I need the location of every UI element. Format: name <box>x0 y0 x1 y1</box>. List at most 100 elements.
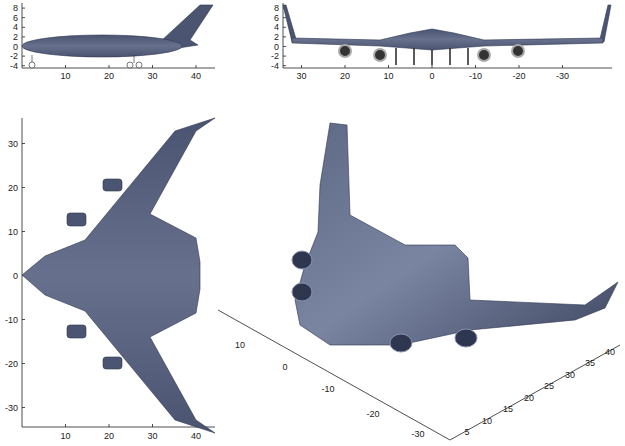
tick-label: 0 <box>13 42 18 52</box>
tick-label: 15 <box>503 404 513 414</box>
tick-label: 30 <box>147 431 157 441</box>
wheel <box>29 62 35 68</box>
engines <box>339 45 524 61</box>
tick-label: -20 <box>366 409 379 419</box>
tick-label: 20 <box>104 431 114 441</box>
tick-mark <box>109 65 110 68</box>
tick-mark <box>22 187 25 188</box>
tick-label: 10 <box>235 340 245 350</box>
tick-label: 10 <box>383 71 393 81</box>
tick-label: -2 <box>271 51 279 61</box>
tick-label: -4 <box>271 61 279 71</box>
tick-label: -2 <box>10 51 18 61</box>
tick-mark <box>22 363 25 364</box>
tick-mark <box>65 65 66 68</box>
tick-mark <box>109 424 110 427</box>
tick-marks <box>22 8 563 427</box>
tick-label: 8 <box>274 3 279 13</box>
top-view <box>22 118 215 433</box>
tick-label: 8 <box>13 3 18 13</box>
tick-label: 0 <box>282 362 287 372</box>
tick-label: 35 <box>585 358 595 368</box>
tick-label: 4 <box>274 22 279 32</box>
tick-label: 20 <box>8 183 18 193</box>
tick-label: 30 <box>565 370 575 380</box>
tick-label: -10 <box>469 71 482 81</box>
tick-label: 40 <box>605 347 615 357</box>
fuselage <box>22 35 182 57</box>
tick-label: -4 <box>10 61 18 71</box>
tick-mark <box>283 46 286 47</box>
tick-label: 10 <box>8 227 18 237</box>
tick-label: 0 <box>274 42 279 52</box>
tick-mark <box>283 36 286 37</box>
tick-label: 0 <box>429 71 434 81</box>
axes <box>22 3 620 440</box>
tick-mark <box>22 143 25 144</box>
tick-label: 25 <box>544 381 554 391</box>
tick-mark <box>283 17 286 18</box>
airframe <box>295 123 618 345</box>
planform <box>22 118 215 433</box>
tick-mark <box>152 424 153 427</box>
tick-mark <box>283 56 286 57</box>
front-view <box>283 5 611 65</box>
wheel <box>127 62 133 68</box>
tick-mark <box>301 65 302 68</box>
engines <box>292 251 477 352</box>
tick-mark <box>519 65 520 68</box>
engine <box>67 325 86 338</box>
front-view-axes <box>283 3 612 68</box>
tick-label: 10 <box>60 431 70 441</box>
gear <box>396 48 468 65</box>
tick-label: -20 <box>5 359 18 369</box>
tick-label: 30 <box>147 71 157 81</box>
tick-label: 6 <box>274 13 279 23</box>
engine <box>103 179 122 191</box>
engine <box>67 213 86 226</box>
tick-label: 40 <box>191 71 201 81</box>
tick-mark <box>388 65 389 68</box>
tick-mark <box>22 36 25 37</box>
tick-mark <box>152 65 153 68</box>
wing <box>292 29 603 50</box>
tick-mark <box>22 319 25 320</box>
tick-label: -30 <box>556 71 569 81</box>
tick-label: 20 <box>340 71 350 81</box>
tick-mark <box>22 407 25 408</box>
tick-mark <box>22 17 25 18</box>
tick-label: -10 <box>5 315 18 325</box>
winglet <box>283 5 296 42</box>
tick-label: 10 <box>60 71 70 81</box>
gear <box>134 55 135 63</box>
tick-mark <box>283 27 286 28</box>
3d-view <box>292 123 618 352</box>
tick-mark <box>22 56 25 57</box>
tick-label: 20 <box>104 71 114 81</box>
tick-label: 30 <box>296 71 306 81</box>
tick-mark <box>345 65 346 68</box>
tick-label: 20 <box>524 393 534 403</box>
tick-mark <box>22 27 25 28</box>
tick-mark <box>562 65 563 68</box>
tick-label: 10 <box>482 416 492 426</box>
side-view-axes <box>22 3 215 68</box>
wheel <box>136 62 142 68</box>
tick-mark <box>22 65 25 66</box>
tick-label: 2 <box>13 32 18 42</box>
engine <box>103 357 122 369</box>
side-view <box>22 5 213 68</box>
tick-mark <box>475 65 476 68</box>
tick-mark <box>22 231 25 232</box>
tick-label: 5 <box>464 427 469 437</box>
tick-label: 0 <box>13 271 18 281</box>
tick-label: 4 <box>13 22 18 32</box>
tick-mark <box>432 65 433 68</box>
tick-mark <box>196 65 197 68</box>
tick-label: -30 <box>5 403 18 413</box>
tick-label: 30 <box>8 139 18 149</box>
tick-mark <box>22 8 25 9</box>
tick-label: 2 <box>274 32 279 42</box>
tick-label: -30 <box>411 429 424 439</box>
